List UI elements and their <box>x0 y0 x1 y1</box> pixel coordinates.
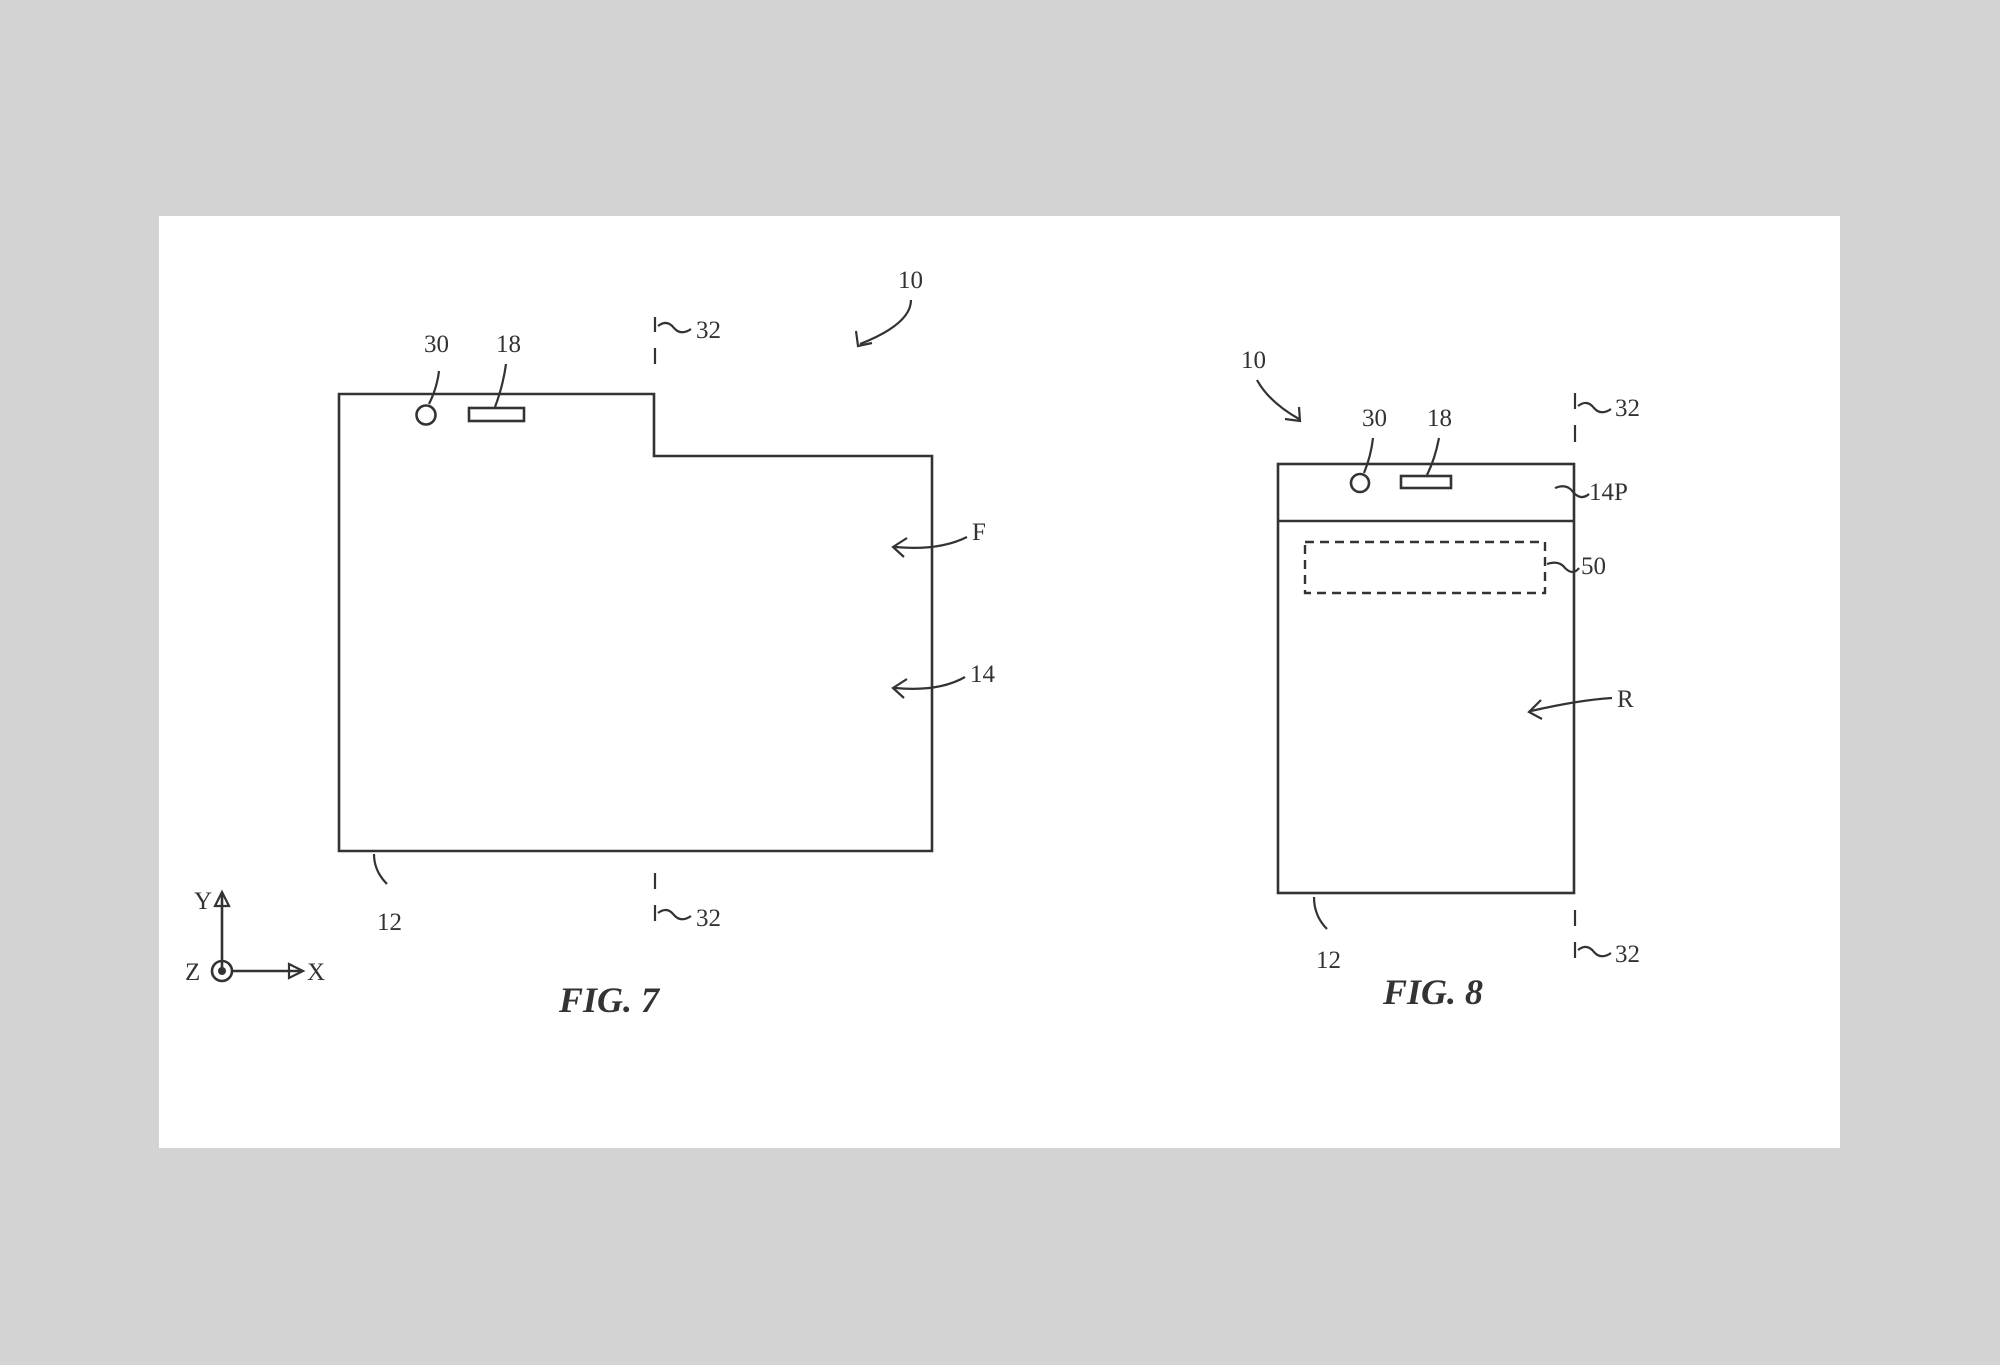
z-axis-circle <box>210 959 234 983</box>
z-axis-dot <box>218 967 226 975</box>
fig7-leader-10 <box>859 299 913 346</box>
fig8-leader-32-top <box>1577 401 1612 414</box>
fig8-arrowhead-10 <box>1284 406 1302 423</box>
fig7-label-display: 14 <box>970 661 996 688</box>
fig8-leader-30 <box>1362 437 1375 474</box>
fig8-speaker-icon <box>1399 474 1453 490</box>
fig8-label-axis-top: 32 <box>1615 395 1640 422</box>
fig8-label-region: 50 <box>1581 553 1606 580</box>
fig7-label-housing: 12 <box>377 909 402 936</box>
fig7-label-front: F <box>972 519 986 546</box>
fig7-caption: FIG. 7 <box>558 980 661 1020</box>
fig7-leader-30 <box>428 370 441 405</box>
fig8-caption: FIG. 8 <box>1382 972 1483 1012</box>
fig8-leader-R <box>1530 696 1613 713</box>
fig7-camera-icon <box>415 404 437 426</box>
fig7-arrowhead-14 <box>891 678 908 699</box>
fig7-label-axis-bottom: 32 <box>696 905 721 932</box>
x-axis-label: X <box>307 959 325 986</box>
fig8-label-device: 10 <box>1241 347 1266 374</box>
fig8-leader-32-bottom <box>1577 945 1612 958</box>
fig7-label-device: 10 <box>898 267 923 294</box>
fig8-label-axis-bottom: 32 <box>1615 941 1640 968</box>
fig7-label-speaker: 18 <box>496 331 521 358</box>
fig7-label-axis-top: 32 <box>696 317 721 344</box>
coordinate-axes: Y X Z <box>185 888 325 986</box>
fig8-label-housing: 12 <box>1316 947 1341 974</box>
fig7-leader-32-top <box>657 321 692 334</box>
fig7-arrowhead-F <box>891 537 908 558</box>
fig8-label-rear: R <box>1617 686 1634 713</box>
fig8-leader-14P <box>1554 485 1590 499</box>
fig7-leader-F <box>894 536 968 549</box>
fig8-leader-18 <box>1426 437 1441 476</box>
patent-drawing: 30 18 32 10 F 14 <box>185 267 1640 1020</box>
fig7-leader-32-bottom <box>657 908 692 921</box>
fig8-leader-12 <box>1312 896 1328 930</box>
fig7-leader-18 <box>493 363 508 408</box>
fig8-label-speaker: 18 <box>1427 405 1452 432</box>
fig7-speaker-icon <box>467 406 526 423</box>
y-axis-label: Y <box>194 888 212 915</box>
fig8-leader-10 <box>1256 379 1300 420</box>
fig8-region-50 <box>1303 540 1547 595</box>
fig7-leader-14 <box>894 676 966 690</box>
y-axis-arrowhead <box>213 889 231 908</box>
fig8-group: 10 30 18 32 14P 50 <box>1241 347 1640 1012</box>
fig7-leader-12 <box>372 853 388 885</box>
fig8-camera-icon <box>1349 472 1371 494</box>
patent-sheet: 30 18 32 10 F 14 <box>159 216 1840 1148</box>
fig8-arrowhead-R <box>1527 699 1543 720</box>
fig7-arrowhead-10 <box>854 330 873 348</box>
fig8-label-camera: 30 <box>1362 405 1387 432</box>
fig7-device-outline <box>337 392 934 853</box>
fig7-label-camera: 30 <box>424 331 449 358</box>
fig7-group: 30 18 32 10 F 14 <box>337 267 996 1020</box>
z-axis-label: Z <box>185 959 200 986</box>
fig8-device-outline <box>1276 462 1576 895</box>
fig8-leader-50 <box>1546 561 1580 574</box>
x-axis-arrowhead <box>287 962 306 980</box>
fig8-label-display-portion: 14P <box>1589 479 1628 506</box>
